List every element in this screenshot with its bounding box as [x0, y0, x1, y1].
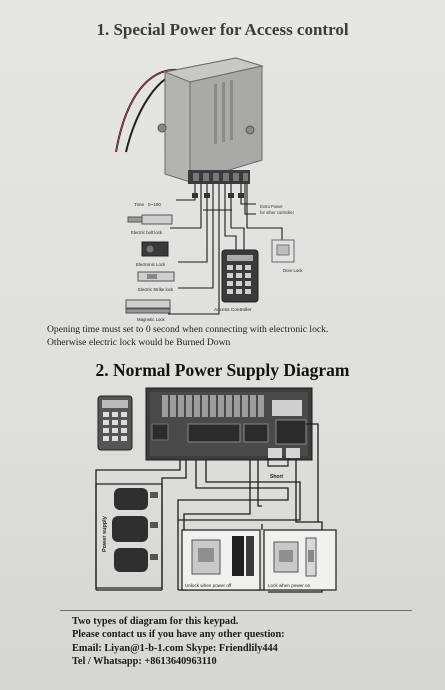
special-power-diagram: Time 0~100 Electric bolt lock Electronic…	[115, 57, 303, 322]
section2-title: 2. Normal Power Supply Diagram	[95, 360, 350, 380]
bolt-lock-label: Electric bolt lock	[131, 230, 163, 235]
power-supply-group: Power supply	[95, 483, 163, 589]
keypad-device	[97, 395, 133, 451]
warning-line-1: Opening time must set to 0 second when c…	[47, 324, 329, 335]
short-label: Short	[270, 474, 283, 480]
electric-bolt-lock: Electric bolt lock	[127, 214, 173, 235]
unlock-power-off-label: Unlock when power off	[185, 583, 232, 588]
warning-note: Opening time must set to 0 second when c…	[47, 324, 427, 349]
section1-title: 1. Special Power for Access control	[96, 20, 349, 39]
access-controller-keypad: Access Controller	[214, 249, 259, 313]
strike-lock-label: Electric Strike lock	[138, 287, 174, 292]
magnetic-lock-label: Magnetic Lock	[137, 317, 166, 322]
electronic-lock-label: Electronic Lock	[136, 262, 166, 267]
magnetic-lock: Magnetic Lock	[125, 299, 171, 322]
footer-divider	[60, 610, 412, 611]
access-controller-label: Access Controller	[214, 307, 252, 313]
lock-when-power-on-lock: Lock when power on	[263, 529, 337, 591]
controller-board	[145, 387, 313, 461]
extra-power-label: Extra Power	[260, 204, 283, 209]
door-lock-label: Door Lock	[283, 268, 303, 273]
warning-line-2: Otherwise electric lock would be Burned …	[47, 336, 231, 348]
extra-power-sub-label: for other controller	[260, 210, 295, 215]
footer-line-2: Please contact us if you have any other …	[72, 629, 285, 641]
time-label: Time	[134, 202, 144, 207]
electronic-lock: Electronic Lock	[136, 241, 169, 267]
contact-footer: Two types of diagram for this keypad. Pl…	[72, 615, 437, 669]
time-range-label: 0~100	[148, 202, 161, 207]
unlock-when-power-off-lock: Unlock when power off	[181, 529, 261, 591]
exit-button-device: Door Lock	[271, 239, 303, 273]
normal-power-diagram: Short Power supply	[95, 387, 337, 593]
electric-strike-lock: Electric Strike lock	[137, 271, 175, 292]
footer-line-3: Email: Liyan@1-b-1.com Skype: Friendlily…	[72, 642, 278, 654]
power-supply-label: Power supply	[102, 515, 108, 552]
lock-power-on-label: Lock when power on	[268, 583, 311, 588]
footer-line-4: Tel / Whatsapp: +8613640963110	[72, 656, 217, 668]
power-supply-unit	[157, 57, 264, 184]
footer-line-1: Two types of diagram for this keypad.	[72, 616, 239, 627]
